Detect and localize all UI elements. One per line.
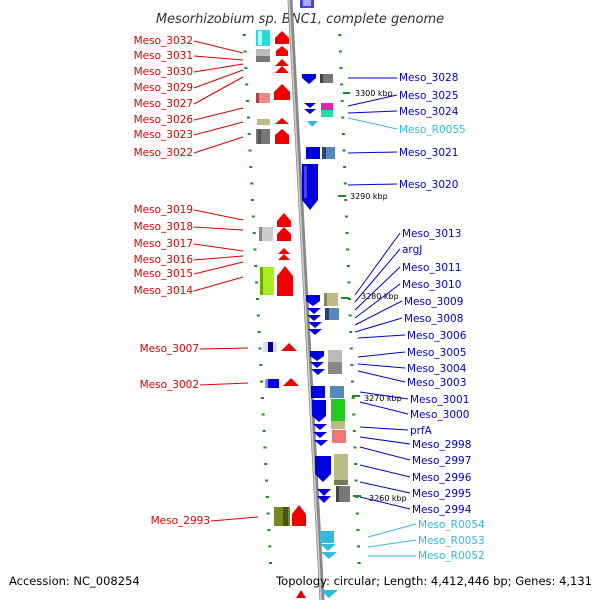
feature-meso-3025 xyxy=(304,103,316,108)
gene-label-right[interactable]: Meso_2995 xyxy=(412,488,471,500)
gene-label-right[interactable]: Meso_3020 xyxy=(399,179,458,191)
scale-ticks: 3300 kbp 3290 kbp 3280 kbp 3270 kbp 3260… xyxy=(338,89,407,503)
tick-label: 3280 kbp xyxy=(361,292,399,301)
topology-label: Topology: circular; Length: 4,412,446 bp… xyxy=(275,574,592,588)
feature-meso-3016 xyxy=(278,248,290,254)
rna-label-right[interactable]: Meso_R0052 xyxy=(418,550,485,562)
gene-label-right[interactable]: Meso_3004 xyxy=(407,363,467,375)
feature-meso-3013 xyxy=(324,293,338,306)
gene-label-left[interactable]: Meso_3017 xyxy=(134,238,193,250)
gene-label-right[interactable]: prfA xyxy=(410,425,433,437)
gene-label-right[interactable]: Meso_3024 xyxy=(399,106,459,118)
gene-label-right[interactable]: Meso_3011 xyxy=(402,262,461,274)
forward-strand-features xyxy=(302,74,350,559)
feature-meso-r0052 xyxy=(321,552,337,559)
gene-label-left[interactable]: Meso_3007 xyxy=(140,343,199,355)
gene-label-right[interactable]: Meso_3008 xyxy=(404,313,463,325)
feature-meso-3019 xyxy=(277,221,291,227)
reverse-strand-features xyxy=(256,30,306,526)
gene-label-right[interactable]: Meso_3009 xyxy=(404,296,463,308)
feature-meso-3026 xyxy=(257,119,270,125)
gene-label-right[interactable]: Meso_3010 xyxy=(402,279,461,291)
gene-label-left[interactable]: Meso_3002 xyxy=(140,379,199,391)
gene-label-left[interactable]: Meso_3023 xyxy=(134,129,193,141)
feature-meso-3018 xyxy=(259,227,273,241)
feature-meso-3021 xyxy=(306,147,320,159)
gene-label-right[interactable]: Meso_2996 xyxy=(412,472,472,484)
tick-label: 3260 kbp xyxy=(369,494,407,503)
feature-meso-3024 xyxy=(321,110,333,117)
gene-label-left[interactable]: Meso_3031 xyxy=(134,50,193,62)
gene-label-right[interactable]: Meso_3005 xyxy=(407,347,466,359)
gene-label-right[interactable]: Meso_3000 xyxy=(410,409,469,421)
gene-label-left[interactable]: Meso_3016 xyxy=(134,254,194,266)
feature-meso-3002 xyxy=(265,379,279,388)
feature-meso-r0054 xyxy=(320,531,334,543)
feature-meso-3030 xyxy=(275,59,289,66)
feature-prfa xyxy=(332,430,346,443)
gene-label-right[interactable]: Meso_2994 xyxy=(412,504,472,516)
tick-label: 3290 kbp xyxy=(350,192,388,201)
gene-label-right[interactable]: Meso_3003 xyxy=(407,377,466,389)
reverse-labels: Meso_3032 Meso_3031 Meso_3030 Meso_3029 … xyxy=(134,35,259,527)
gene-label-left[interactable]: Meso_3018 xyxy=(134,221,193,233)
gene-label-right[interactable]: argJ xyxy=(402,244,422,256)
accession-label: Accession: NC_008254 xyxy=(9,574,140,588)
feature-meso-r0055 xyxy=(307,121,318,127)
gene-label-right[interactable]: Meso_3021 xyxy=(399,147,458,159)
gene-label-left[interactable]: Meso_3019 xyxy=(134,204,193,216)
gene-label-left[interactable]: Meso_3027 xyxy=(134,98,193,110)
feature-meso-3029 xyxy=(274,92,290,100)
gene-label-right[interactable]: Meso_2997 xyxy=(412,455,471,467)
gene-label-right[interactable]: Meso_3006 xyxy=(407,330,467,342)
gene-label-left[interactable]: Meso_3015 xyxy=(134,268,193,280)
rna-label-right[interactable]: Meso_R0054 xyxy=(418,519,485,531)
feature-meso-3001 xyxy=(311,386,325,398)
rna-label-right[interactable]: Meso_R0055 xyxy=(399,124,466,136)
map-title: Mesorhizobium sp. BNC1, complete genome xyxy=(156,12,444,27)
gene-label-right[interactable]: Meso_3001 xyxy=(410,394,469,406)
tick-label: 3300 kbp xyxy=(355,89,393,98)
gene-label-right[interactable]: Meso_3025 xyxy=(399,90,458,102)
gene-label-left[interactable]: Meso_3022 xyxy=(134,147,193,159)
gene-label-left[interactable]: Meso_3029 xyxy=(134,82,193,94)
gene-label-left[interactable]: Meso_3030 xyxy=(134,66,193,78)
gene-label-left[interactable]: Meso_3014 xyxy=(134,285,194,297)
tick-label: 3270 kbp xyxy=(364,394,402,403)
gene-label-left[interactable]: Meso_3032 xyxy=(134,35,193,47)
feature-meso-3027 xyxy=(256,93,270,103)
gene-label-right[interactable]: Meso_3013 xyxy=(402,228,461,240)
gene-label-right[interactable]: Meso_2998 xyxy=(412,439,471,451)
feature-arrow-3032 xyxy=(275,38,289,44)
forward-labels: Meso_3028 Meso_3025 Meso_3024 Meso_R0055… xyxy=(347,72,485,562)
rna-label-right[interactable]: Meso_R0053 xyxy=(418,535,485,547)
feature-meso-r0053 xyxy=(320,544,336,551)
feature-meso-2997 xyxy=(315,456,331,474)
feature-meso-3028 xyxy=(302,74,316,84)
feature-meso-3031 xyxy=(256,49,270,57)
feature-meso-3014 xyxy=(260,267,274,295)
feature-meso-3000 xyxy=(331,399,345,421)
feature-meso-3006 xyxy=(328,350,342,362)
feature-meso-2995 xyxy=(317,489,331,496)
gene-label-left[interactable]: Meso_3026 xyxy=(134,114,194,126)
gene-label-right[interactable]: Meso_3028 xyxy=(399,72,458,84)
gene-label-left[interactable]: Meso_2993 xyxy=(151,515,210,527)
